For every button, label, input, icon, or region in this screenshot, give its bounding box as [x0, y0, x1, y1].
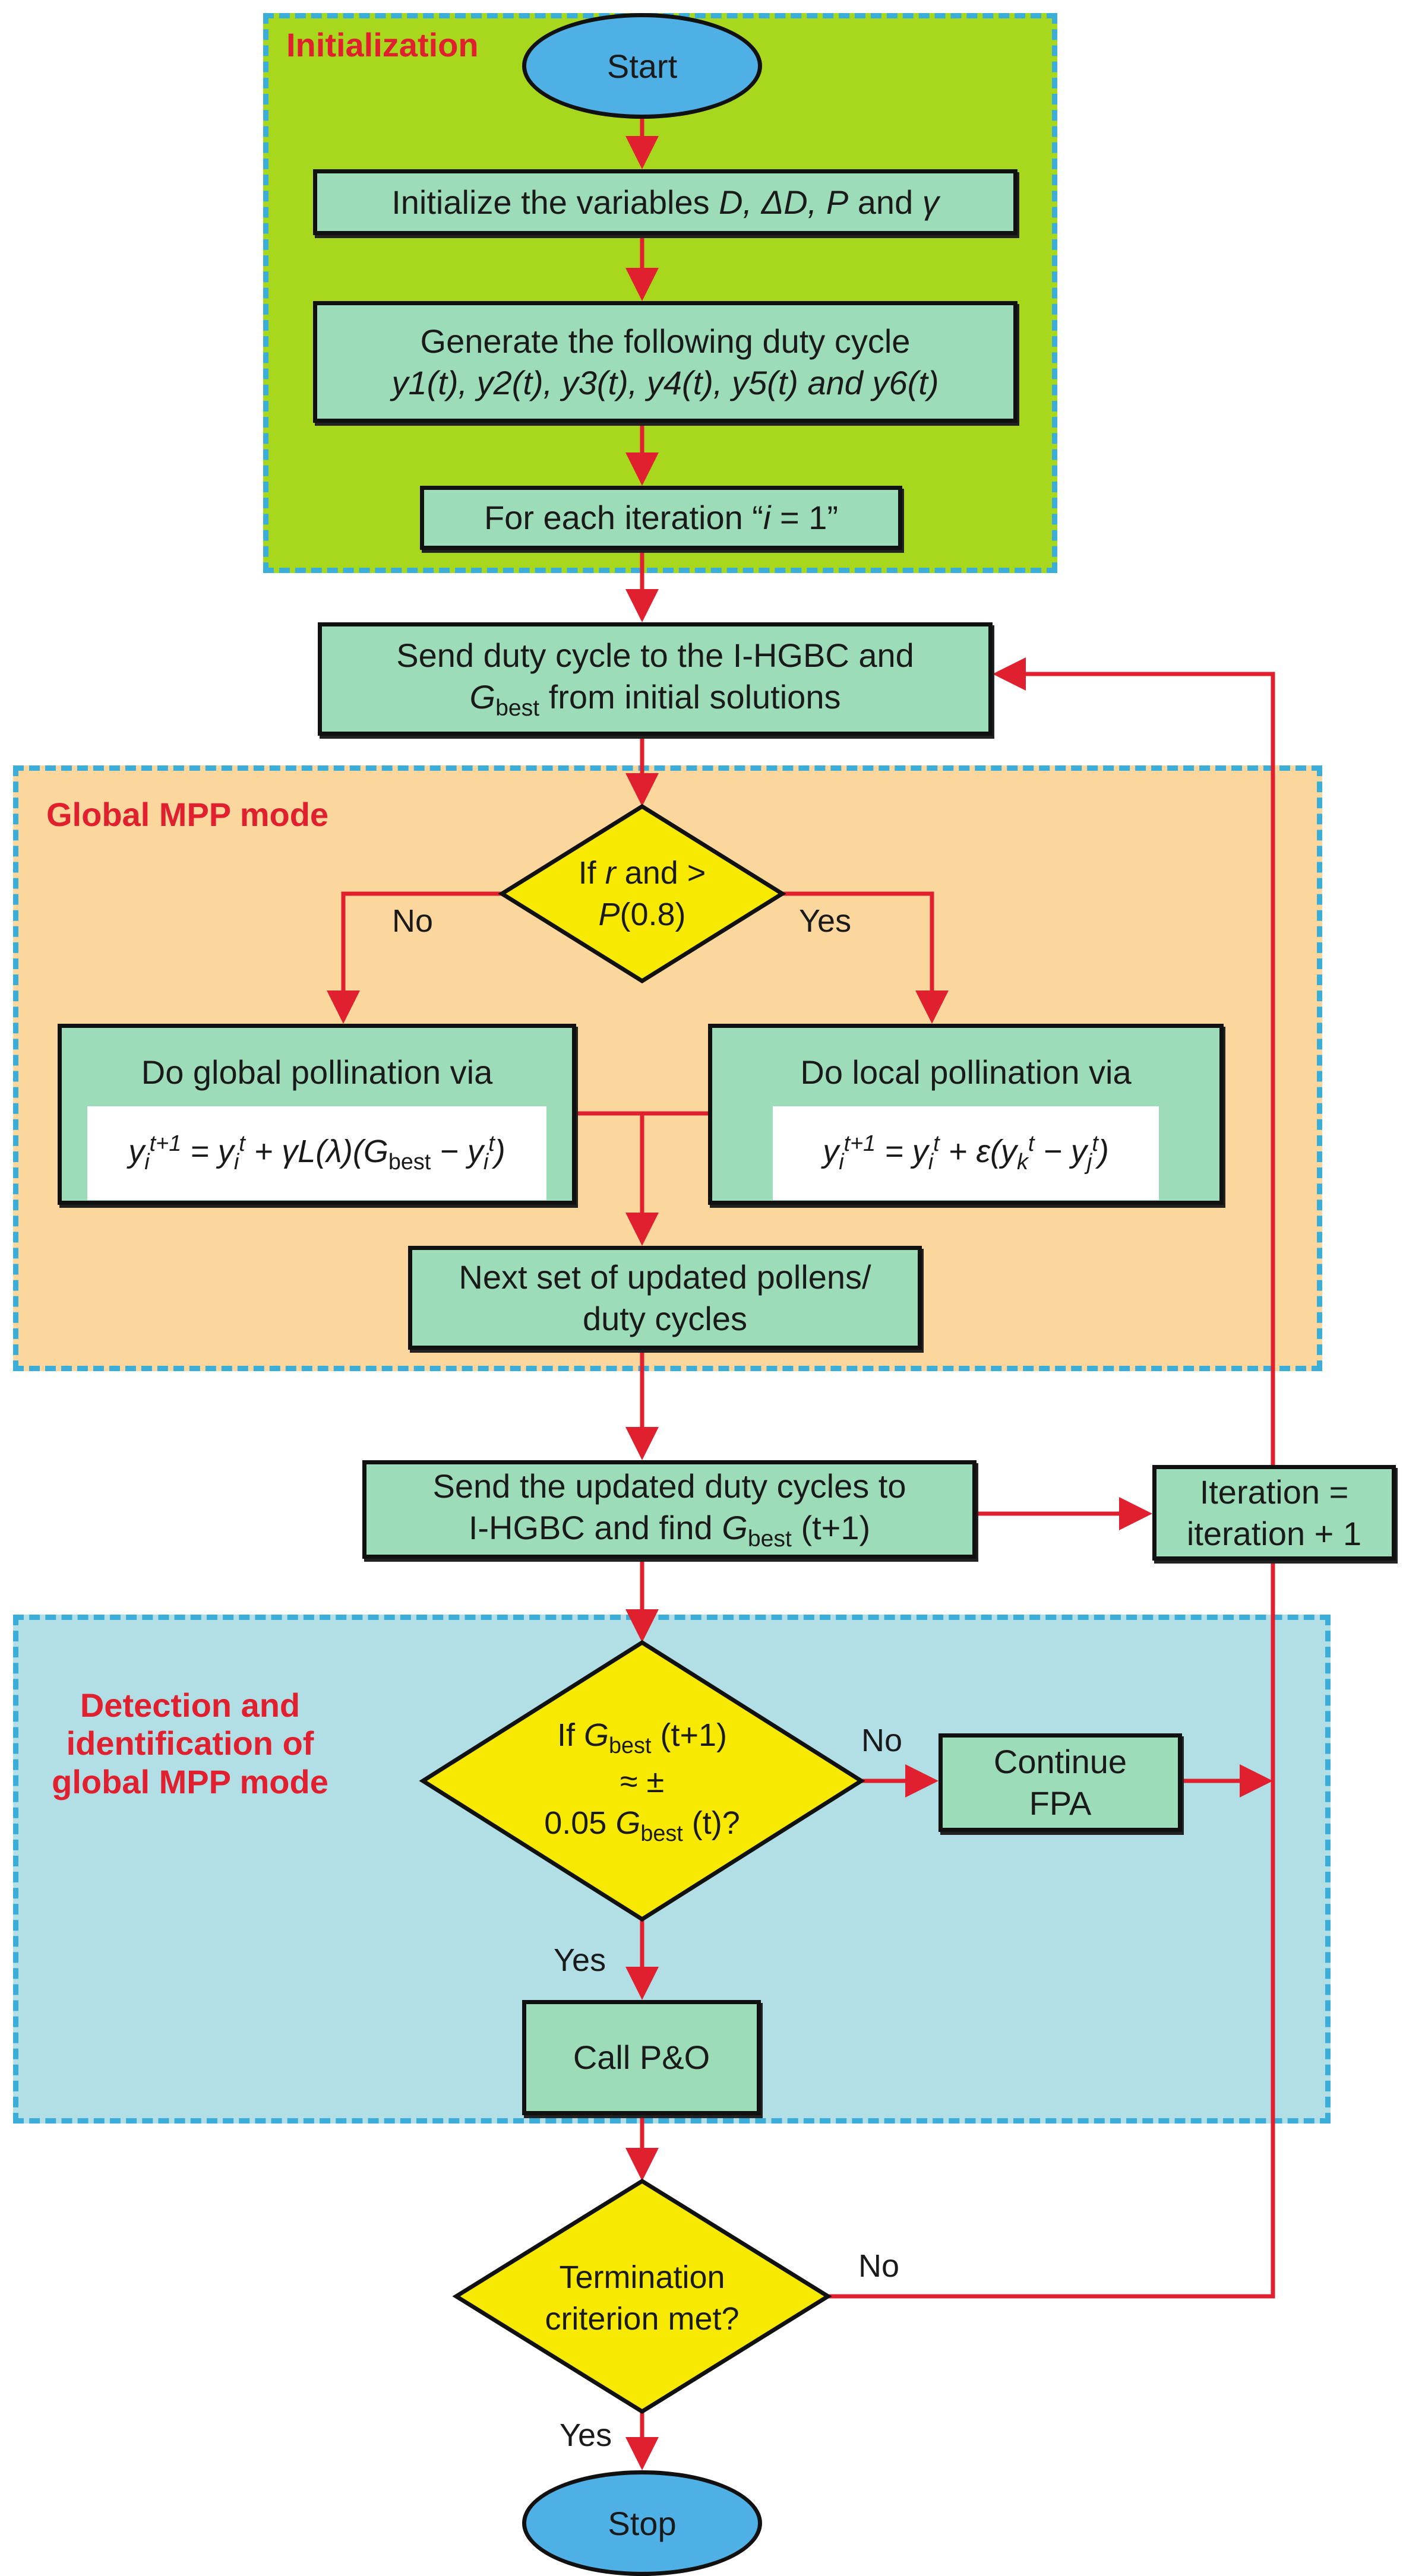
- local-pollination-title: Do local pollination via: [800, 1053, 1132, 1091]
- decision2-yes-label: Yes: [554, 1942, 606, 1978]
- global-pollination-formula: yit+1 = yit + γL(λ)(Gbest − yit): [87, 1106, 547, 1201]
- gbest-subscript: best: [640, 1821, 683, 1846]
- next-set-line1: Next set of updated pollens/: [459, 1258, 871, 1296]
- send-duty-line2: Gbest from initial solutions: [470, 676, 841, 723]
- for-each-iteration-box: For each iteration “i = 1”: [420, 486, 902, 550]
- gbest-symbol: G: [469, 678, 496, 716]
- decision3-line1: Termination: [559, 2259, 725, 2295]
- decision3-no-label: No: [858, 2248, 900, 2284]
- continue-fpa-line1: Continue: [993, 1743, 1127, 1780]
- gbest-symbol: G: [615, 1805, 641, 1841]
- detection-label-line: Detection and: [80, 1686, 301, 1724]
- send-duty-cycle-box: Send duty cycle to the I-HGBC and Gbest …: [318, 622, 993, 736]
- initialization-label: Initialization: [286, 26, 479, 64]
- decision1-no-label: No: [392, 903, 434, 939]
- iteration-line1: Iteration =: [1199, 1473, 1349, 1511]
- generate-duty-cycle-box: Generate the following duty cycle y1(t),…: [313, 301, 1018, 423]
- global-pollination-title: Do global pollination via: [141, 1053, 493, 1091]
- next-set-box: Next set of updated pollens/ duty cycles: [408, 1246, 922, 1350]
- generate-line1: Generate the following duty cycle: [420, 322, 911, 360]
- detection-label-line: global MPP mode: [52, 1762, 328, 1800]
- gbest-symbol: G: [584, 1717, 609, 1753]
- send-duty-line1: Send duty cycle to the I-HGBC and: [396, 637, 914, 675]
- global-pollination-box: Do global pollination via yit+1 = yit + …: [58, 1024, 576, 1205]
- edge-decision1-no: [327, 891, 502, 1024]
- init-text-gamma: γ: [922, 183, 939, 221]
- decision3-yes-label: Yes: [560, 2417, 612, 2453]
- generate-line2: y1(t), y2(t), y3(t), y4(t), y5(t) and y6…: [391, 363, 939, 401]
- decision1-yes-label: Yes: [799, 903, 852, 939]
- decision2-line3: 0.05 Gbest (t)?: [544, 1802, 740, 1849]
- init-text-mid: and: [848, 183, 922, 221]
- local-pollination-formula: yit+1 = yit + ε(ykt − yjt): [773, 1106, 1159, 1201]
- for-each-suffix: = 1”: [770, 499, 839, 536]
- init-variables-text: Initialize the variables D, ΔD, P and γ: [391, 182, 939, 223]
- global-mpp-label: Global MPP mode: [46, 796, 329, 833]
- start-terminal: Start: [522, 13, 762, 119]
- gbest-subscript: best: [609, 1733, 652, 1758]
- local-pollination-box: Do local pollination via yit+1 = yit + ε…: [708, 1024, 1224, 1205]
- d1-P: P: [598, 897, 620, 932]
- gbest-subscript: best: [747, 1526, 792, 1552]
- send-updated-tail: (t+1): [791, 1508, 871, 1546]
- decision2-diamond: [419, 1640, 865, 1922]
- decision1-line1: If r and >: [579, 852, 706, 894]
- iteration-increment-box: Iteration = iteration + 1: [1152, 1465, 1396, 1561]
- decision1-line2: P(0.8): [598, 894, 685, 935]
- stop-terminal: Stop: [522, 2470, 762, 2576]
- decision2-text: If Gbest (t+1) ≈ ± 0.05 Gbest (t)?: [475, 1704, 809, 1859]
- d2-if: If: [557, 1717, 584, 1753]
- for-each-text: For each iteration “i = 1”: [484, 497, 838, 539]
- edge-decision1-yes: [782, 891, 949, 1024]
- next-set-line2: duty cycles: [583, 1299, 747, 1337]
- detection-label: Detection and identification of global M…: [36, 1686, 345, 1801]
- decision3-diamond: [452, 2178, 832, 2414]
- d2-coef: 0.05: [544, 1805, 616, 1841]
- for-each-prefix: For each iteration “: [484, 499, 763, 536]
- continue-fpa-box: Continue FPA: [939, 1733, 1182, 1832]
- send-updated-line1: Send the updated duty cycles to: [432, 1467, 906, 1505]
- call-po-box: Call P&O: [522, 2000, 761, 2115]
- gbest-symbol: G: [722, 1508, 748, 1546]
- send-duty-rest: from initial solutions: [539, 678, 841, 716]
- gbest-subscript: best: [495, 695, 540, 721]
- continue-fpa-line2: FPA: [1029, 1784, 1092, 1822]
- decision3-line2: criterion met?: [545, 2301, 740, 2337]
- init-text-vars: D, ΔD, P: [719, 183, 849, 221]
- d1-r: r: [605, 855, 616, 891]
- send-updated-prefix: I-HGBC and find: [468, 1508, 722, 1546]
- send-updated-line2: I-HGBC and find Gbest (t+1): [469, 1507, 870, 1553]
- for-each-var: i: [763, 499, 771, 536]
- decision2-line1: If Gbest (t+1): [557, 1714, 727, 1761]
- detection-label-line: identification of: [66, 1724, 314, 1762]
- decision2-line2: ≈ ±: [620, 1763, 665, 1799]
- decision1-diamond: [498, 803, 786, 984]
- init-variables-box: Initialize the variables D, ΔD, P and γ: [313, 169, 1018, 235]
- d1-if: If: [578, 855, 605, 891]
- d1-and: and >: [615, 855, 706, 891]
- local-formula-wrap: yit+1 = yit + ε(ykt − yjt): [823, 1131, 1109, 1175]
- init-text-prefix: Initialize the variables: [391, 183, 719, 221]
- global-formula-svg-wrap: yit+1 = yit + γL(λ)(Gbest − yit): [128, 1131, 505, 1175]
- iteration-line2: iteration + 1: [1186, 1514, 1362, 1552]
- d2-t: (t)?: [682, 1805, 740, 1841]
- send-updated-box: Send the updated duty cycles to I-HGBC a…: [362, 1460, 977, 1559]
- decision1-text: If r and > P(0.8): [538, 843, 747, 944]
- decision2-no-label: No: [861, 1723, 903, 1758]
- d1-value: (0.8): [620, 897, 686, 932]
- decision3-text: Termination criterion met?: [511, 2251, 773, 2346]
- d2-t1: (t+1): [651, 1717, 728, 1753]
